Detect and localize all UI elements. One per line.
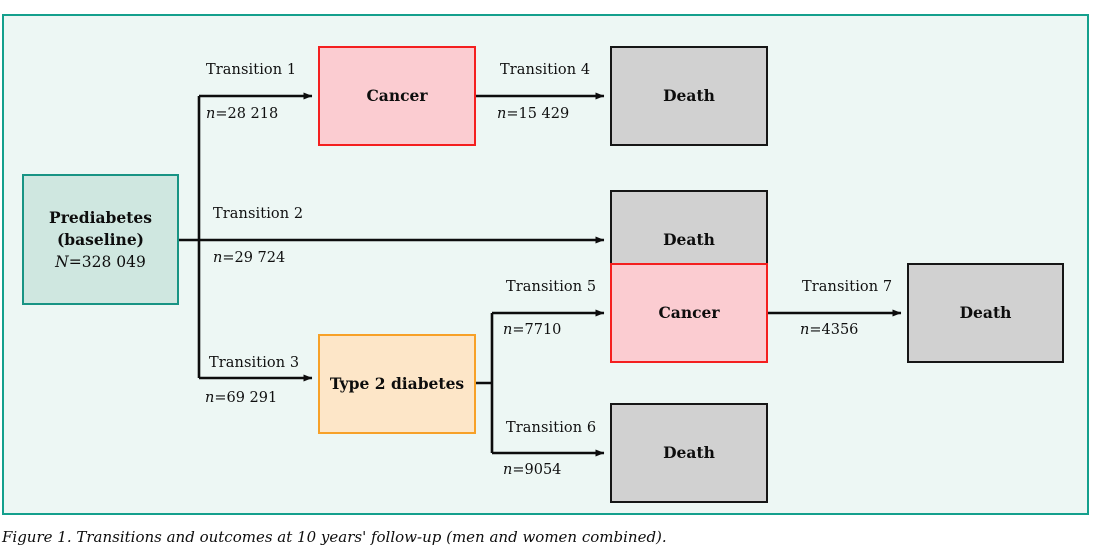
label-transition-2-name: Transition 2 [213, 206, 304, 222]
node-death-from-cancer-top-label: Death [663, 86, 715, 105]
node-cancer-bottom: Cancer [610, 263, 768, 363]
node-prediabetes-label-1: Prediabetes [49, 207, 152, 227]
label-transition-1-count: n=28 218 [206, 106, 279, 122]
node-death-from-cancer-bottom-label: Death [959, 303, 1012, 322]
label-transition-2-count: n=29 724 [213, 250, 286, 266]
node-cancer-top-label: Cancer [366, 86, 428, 105]
label-transition-5-name: Transition 5 [506, 279, 597, 295]
label-transition-6-count: n=9054 [503, 462, 562, 478]
figure-caption: Figure 1. Transitions and outcomes at 10… [2, 528, 667, 546]
label-transition-7-name: Transition 7 [802, 279, 893, 295]
label-transition-3-count-value: 69 291 [226, 390, 278, 406]
label-transition-4-count-prefix: n [497, 106, 507, 122]
node-type2-diabetes: Type 2 diabetes [318, 334, 476, 434]
node-death-from-diabetes-label: Death [663, 443, 715, 462]
label-transition-4-count-value: 15 429 [518, 106, 570, 122]
label-transition-2-count-value: 29 724 [234, 250, 286, 266]
label-transition-5-count-value: 7710 [524, 322, 562, 338]
label-transition-6-name: Transition 6 [506, 420, 597, 436]
label-transition-7-count-value: 4356 [821, 322, 859, 338]
node-death-from-cancer-top: Death [610, 46, 768, 146]
label-transition-4-name: Transition 4 [500, 62, 591, 78]
label-transition-6-count-value: 9054 [524, 462, 562, 478]
label-transition-5-count-prefix: n [503, 322, 513, 338]
node-death-direct-label: Death [663, 230, 715, 249]
label-transition-4-count: n=15 429 [497, 106, 570, 122]
label-transition-1-count-value: 28 218 [227, 106, 279, 122]
label-transition-2-count-prefix: n [213, 250, 223, 266]
label-transition-1-count-prefix: n [206, 106, 216, 122]
label-transition-7-count-prefix: n [800, 322, 810, 338]
node-death-from-cancer-bottom: Death [907, 263, 1064, 363]
node-prediabetes-label-2: (baseline) [56, 229, 145, 249]
label-transition-6-count-prefix: n [503, 462, 513, 478]
label-transition-3-count-prefix: n [205, 390, 215, 406]
node-type2-diabetes-label: Type 2 diabetes [329, 374, 465, 393]
node-cancer-top: Cancer [318, 46, 476, 146]
node-prediabetes-count-prefix: N [55, 252, 69, 271]
label-transition-5-count: n=7710 [503, 322, 562, 338]
label-transition-3-count: n=69 291 [205, 390, 278, 406]
label-transition-1-name: Transition 1 [206, 62, 297, 78]
node-cancer-bottom-label: Cancer [658, 303, 720, 322]
label-transition-3-name: Transition 3 [209, 355, 300, 371]
node-prediabetes-count: N=328 049 [55, 252, 146, 271]
node-prediabetes: Prediabetes (baseline) N=328 049 [22, 174, 179, 305]
label-transition-7-count: n=4356 [800, 322, 859, 338]
node-prediabetes-count-value: 328 049 [81, 252, 146, 271]
node-death-from-diabetes: Death [610, 403, 768, 503]
